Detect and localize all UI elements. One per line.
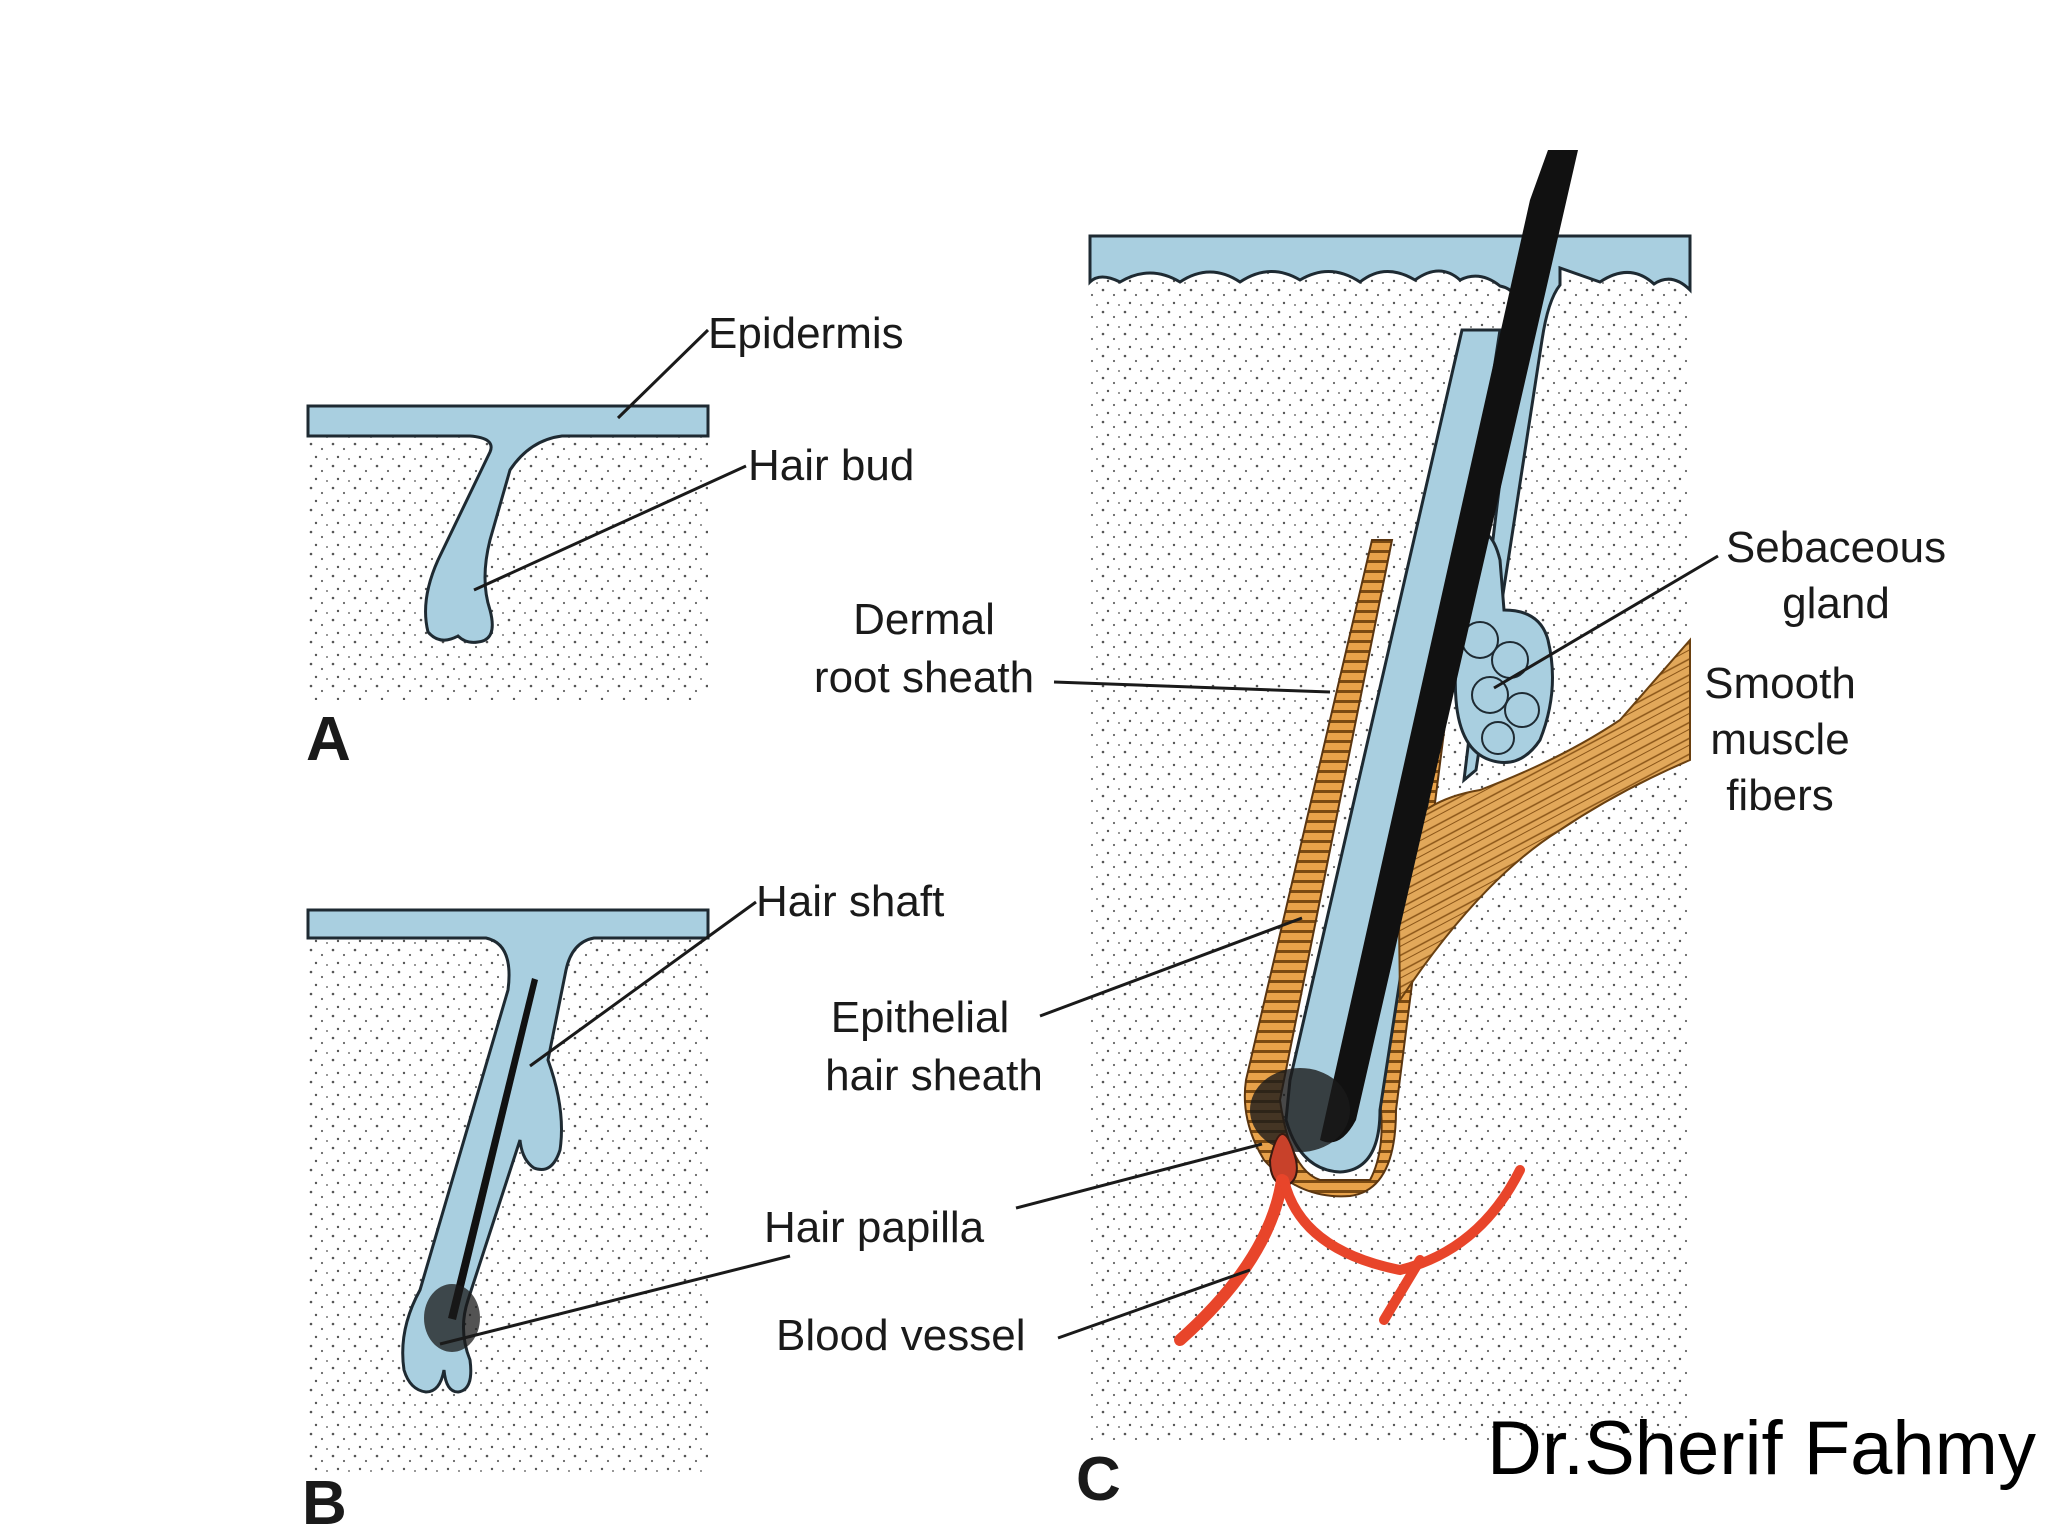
epidermis-a: [306, 404, 710, 644]
label-smooth-muscle-fibers-3: fibers: [1726, 771, 1834, 820]
label-blood-vessel: Blood vessel: [776, 1311, 1025, 1360]
leader-lines: [439, 328, 1719, 1346]
hair-bulb-c: [1250, 1068, 1350, 1152]
leader-hair-bud: [473, 464, 747, 592]
panel-label-a: A: [306, 705, 351, 774]
leader-epithelial-hair-sheath: [1039, 916, 1303, 1018]
panel-b: B: [302, 908, 710, 1536]
leader-dermal-root-sheath: [1053, 680, 1331, 694]
leader-hair-papilla: [1015, 1142, 1263, 1210]
label-epithelial-hair-sheath-2: hair sheath: [825, 1051, 1043, 1100]
smooth-muscle-fibers: [1396, 637, 1691, 1004]
label-epithelial-hair-sheath-1: Epithelial: [831, 993, 1010, 1042]
hair-shaft-c: [1320, 150, 1578, 1143]
epidermis-c: [1088, 234, 1692, 784]
sebaceous-gland: [1453, 531, 1554, 764]
leader-hair-shaft: [529, 900, 757, 1068]
leader-sebaceous-gland: [1493, 554, 1719, 690]
hair-matrix-b: [424, 1284, 480, 1352]
leader-blood-vessel-c: [1057, 1268, 1251, 1340]
label-sebaceous-gland-1: Sebaceous: [1726, 523, 1946, 572]
epidermis-b: [306, 908, 710, 1394]
panel-a: A: [306, 404, 710, 774]
label-smooth-muscle-fibers-1: Smooth: [1704, 659, 1856, 708]
blood-vessel: [1174, 1165, 1525, 1346]
label-dermal-root-sheath-1: Dermal: [853, 595, 995, 644]
leader-epidermis: [616, 328, 710, 420]
label-sebaceous-gland-2: gland: [1782, 579, 1890, 628]
hair-shaft-b: [448, 978, 538, 1320]
panel-label-b: B: [302, 1469, 347, 1536]
hair-papilla: [1268, 1133, 1298, 1188]
panel-c: C: [1076, 150, 1692, 1514]
label-hair-shaft: Hair shaft: [756, 877, 944, 926]
leader-blood-vessel-b: [439, 1254, 791, 1346]
label-dermal-root-sheath-2: root sheath: [814, 653, 1034, 702]
author-credit: Dr.Sherif Fahmy: [1487, 1406, 2036, 1491]
label-epidermis: Epidermis: [708, 309, 904, 358]
label-smooth-muscle-fibers-2: muscle: [1710, 715, 1849, 764]
label-hair-bud: Hair bud: [748, 441, 914, 490]
label-hair-papilla: Hair papilla: [764, 1203, 985, 1252]
panel-label-c: C: [1076, 1445, 1121, 1514]
